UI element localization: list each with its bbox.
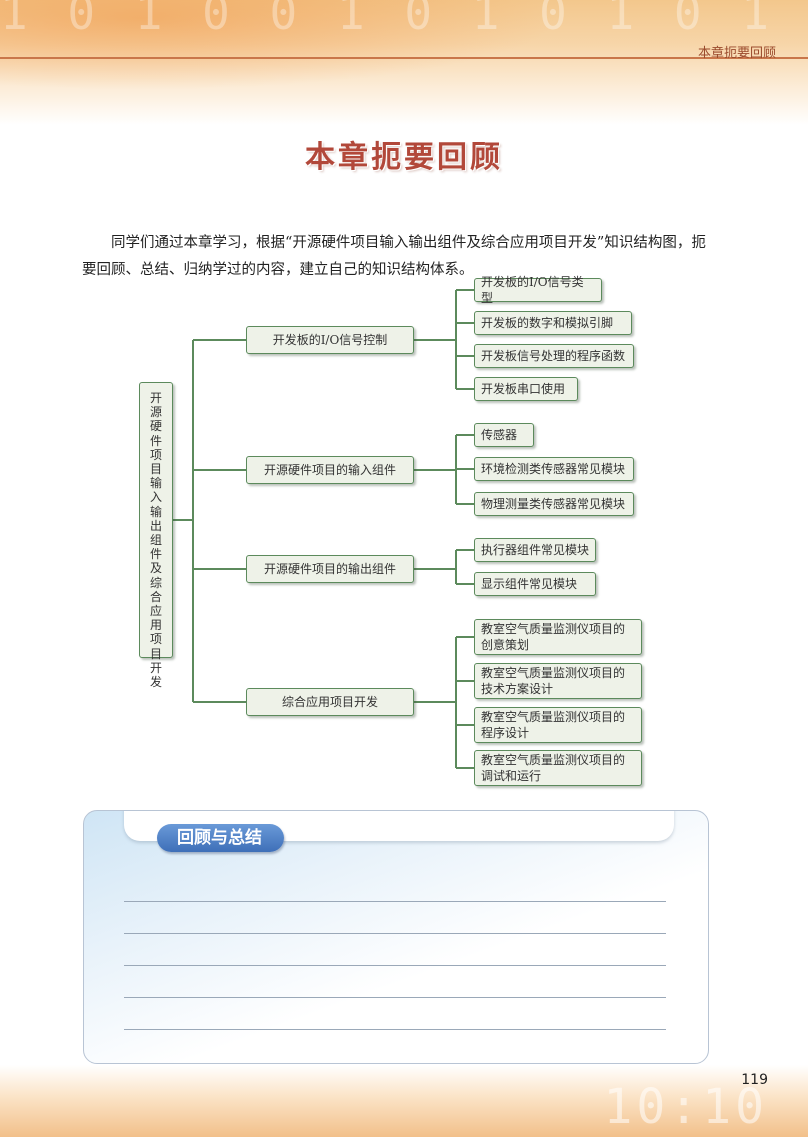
review-summary-panel: 回顾与总结 <box>83 810 709 1064</box>
writing-line[interactable] <box>124 1029 666 1030</box>
mindmap-root: 开源硬件项目输入输出组件及综合应用项目开发 <box>139 382 173 689</box>
branch-input-components: 开源硬件项目的输入组件 <box>246 456 414 484</box>
leaf-signal-functions: 开发板信号处理的程序函数 <box>474 344 634 368</box>
knowledge-structure-map: 开源硬件项目输入输出组件及综合应用项目开发 开发板的I/O信号控制 开源硬件项目… <box>0 270 808 800</box>
header-decoration: 1 0 1 0 0 1 0 1 0 1 0 1 0 1 <box>0 0 808 40</box>
page-header: 1 0 1 0 0 1 0 1 0 1 0 1 0 1 本章扼要回顾 <box>0 0 808 125</box>
leaf-display-modules: 显示组件常见模块 <box>474 572 596 596</box>
chapter-review-title: 本章扼要回顾 <box>305 140 503 175</box>
branch-output-components: 开源硬件项目的输出组件 <box>246 555 414 583</box>
writing-line[interactable] <box>124 997 666 998</box>
branch-integrated-project: 综合应用项目开发 <box>246 688 414 716</box>
intro-paragraph: 同学们通过本章学习，根据“开源硬件项目输入输出组件及综合应用项目开发”知识结构图… <box>82 234 706 278</box>
header-glow <box>0 0 560 90</box>
page-number: 119 <box>741 1072 768 1088</box>
mindmap-root-text: 开源硬件项目输入输出组件及综合应用项目开发 <box>149 391 162 690</box>
leaf-serial-port: 开发板串口使用 <box>474 377 578 401</box>
leaf-creative-planning: 教室空气质量监测仪项目的创意策划 <box>474 619 642 655</box>
review-summary-label: 回顾与总结 <box>157 824 284 852</box>
footer-decoration: 10:10 <box>603 1079 768 1135</box>
leaf-technical-design: 教室空气质量监测仪项目的技术方案设计 <box>474 663 642 699</box>
leaf-sensor: 传感器 <box>474 423 534 447</box>
leaf-physical-sensors: 物理测量类传感器常见模块 <box>474 492 634 516</box>
page-footer: 10:10 <box>0 1065 808 1137</box>
leaf-actuator-modules: 执行器组件常见模块 <box>474 538 596 562</box>
leaf-program-design: 教室空气质量监测仪项目的程序设计 <box>474 707 642 743</box>
writing-line[interactable] <box>124 933 666 934</box>
writing-line[interactable] <box>124 901 666 902</box>
running-header-title: 本章扼要回顾 <box>697 46 776 61</box>
connector-lines <box>173 289 474 769</box>
leaf-debug-run: 教室空气质量监测仪项目的调试和运行 <box>474 750 642 786</box>
leaf-digital-analog-pins: 开发板的数字和模拟引脚 <box>474 311 632 335</box>
leaf-io-signal-types: 开发板的I/O信号类型 <box>474 275 602 305</box>
writing-line[interactable] <box>124 965 666 966</box>
leaf-environment-sensors: 环境检测类传感器常见模块 <box>474 457 634 481</box>
header-rule-right <box>680 57 808 59</box>
header-rule <box>0 57 680 59</box>
branch-io-control: 开发板的I/O信号控制 <box>246 326 414 354</box>
